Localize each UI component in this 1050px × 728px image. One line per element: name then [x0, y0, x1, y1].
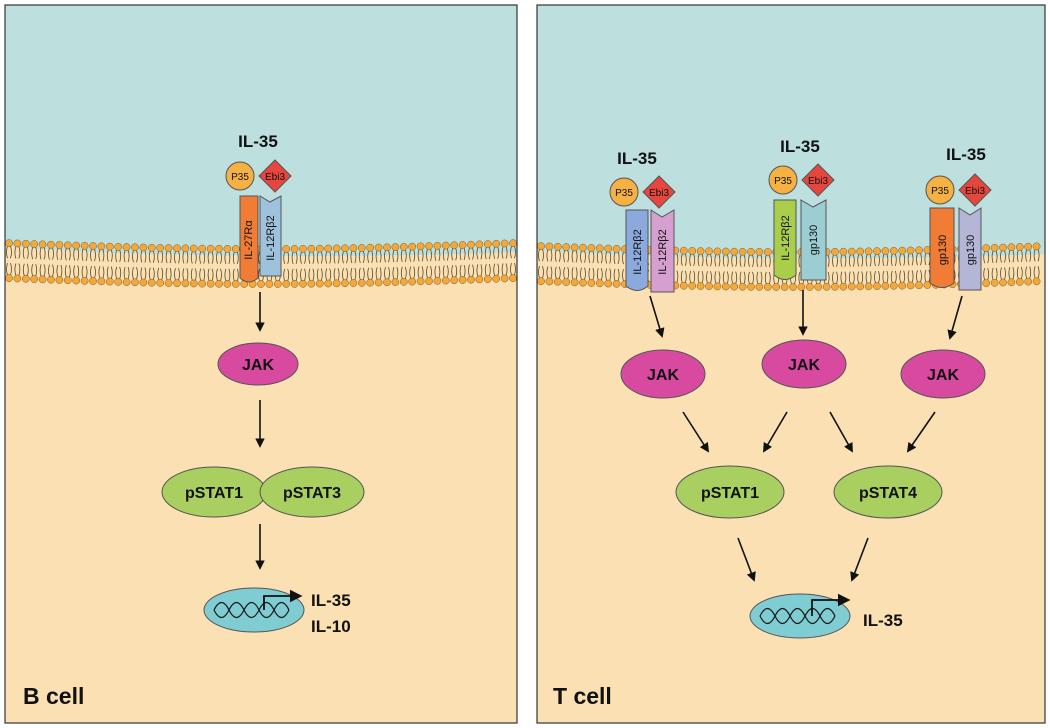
b-ebi3-subunit: Ebi3	[258, 159, 292, 193]
t-jak-1: JAK	[620, 349, 706, 399]
t-r1-ebi3-label: Ebi3	[649, 188, 669, 199]
t-r3-right-label: gp130	[965, 235, 977, 266]
t-r3-left-label: gp130	[937, 235, 949, 266]
t-r1-left-label: IL-12Rβ2	[632, 229, 644, 274]
t-r2-p35-subunit: P35	[768, 165, 798, 195]
t-transcription-start-arrow	[811, 593, 851, 616]
t-arrow-jak3-pstat4	[906, 411, 936, 453]
b-gene-il10: IL-10	[311, 617, 351, 636]
t-pstat4: pSTAT4	[833, 465, 943, 519]
b-extracellular-space	[5, 5, 517, 256]
b-p35-label: P35	[231, 172, 249, 183]
t-receptor-complex-1: IL-35 IL-12Rβ2 IL-12Rβ2 P35 Ebi3	[609, 149, 676, 293]
t-r2-right-label: gp130	[808, 225, 820, 256]
t-arrow-pstat4-gene	[850, 537, 869, 582]
t-r3-ebi3-subunit: Ebi3	[958, 173, 992, 207]
t-r2-ebi3-subunit: Ebi3	[801, 163, 835, 197]
t-jak-3: JAK	[900, 349, 986, 399]
b-pstat1-label: pSTAT1	[185, 485, 243, 502]
t-jak3-label: JAK	[927, 367, 959, 384]
b-transcription-start-arrow	[263, 589, 303, 610]
b-pstat1: pSTAT1	[161, 466, 267, 518]
t-cell-label: T cell	[553, 683, 612, 709]
t-r1-p35-label: P35	[615, 188, 633, 199]
t-r1-il12rb2-right-chain: IL-12Rβ2	[650, 209, 675, 293]
t-r2-left-label: IL-12Rβ2	[780, 215, 792, 260]
t-receptor-complex-3: IL-35 gp130 gp130 P35 Ebi3	[925, 145, 992, 291]
t-r1-il12rb2-left-chain: IL-12Rβ2	[625, 209, 649, 291]
t-jak1-label: JAK	[647, 367, 679, 384]
b-pstat3: pSTAT3	[259, 466, 365, 518]
t-jak-2: JAK	[761, 339, 847, 389]
t-gene-locus: IL-35	[749, 593, 903, 639]
t-r3-gp130-right-chain: gp130	[958, 207, 982, 291]
t-r2-ebi3-label: Ebi3	[808, 176, 828, 187]
t-r3-il35-label: IL-35	[946, 145, 986, 164]
b-il35-label: IL-35	[238, 132, 278, 151]
b-p35-subunit: P35	[225, 161, 255, 191]
t-pstat1-label: pSTAT1	[701, 485, 759, 502]
t-r2-gp130-chain: gp130	[800, 199, 827, 281]
t-r2-p35-label: P35	[774, 176, 792, 187]
b-cell-label: B cell	[23, 683, 84, 709]
t-pstat1: pSTAT1	[675, 465, 785, 519]
t-arrow-jak1-pstat1	[682, 411, 710, 453]
t-r1-p35-subunit: P35	[609, 177, 639, 207]
b-il12rb2-label: IL-12Rβ2	[265, 215, 277, 260]
t-r1-il35-label: IL-35	[617, 149, 657, 168]
t-arrow-pstat1-gene	[737, 537, 756, 582]
b-cell-panel: IL-35 IL-27Rα IL-12Rβ2 P35 Ebi3 JAK	[4, 4, 518, 724]
t-arrow-r1-jak1	[649, 295, 665, 338]
b-il27ra-chain: IL-27Rα	[239, 195, 259, 283]
t-r3-p35-subunit: P35	[925, 175, 955, 205]
t-r2-il12rb2-chain: IL-12Rβ2	[773, 199, 797, 280]
t-r3-ebi3-label: Ebi3	[965, 186, 985, 197]
t-pstat4-label: pSTAT4	[859, 485, 917, 502]
t-cell-panel: IL-35 IL-12Rβ2 IL-12Rβ2 P35 Ebi3 IL-35	[536, 4, 1046, 724]
t-r3-p35-label: P35	[931, 186, 949, 197]
t-arrow-r3-jak3	[947, 295, 963, 340]
b-il12rb2-chain: IL-12Rβ2	[259, 195, 282, 277]
b-jak-label: JAK	[242, 357, 274, 374]
t-arrow-jak2-pstat4	[829, 411, 853, 453]
b-il27ra-label: IL-27Rα	[243, 220, 255, 260]
t-r3-gp130-left-chain: gp130	[929, 207, 955, 288]
b-cell-membrane	[5, 239, 517, 288]
t-receptor-complex-2: IL-35 IL-12Rβ2 gp130 P35 Ebi3	[768, 137, 835, 281]
t-r2-il35-label: IL-35	[780, 137, 820, 156]
b-receptor-complex: IL-35 IL-27Rα IL-12Rβ2 P35 Ebi3	[225, 132, 292, 283]
b-gene-locus: IL-35 IL-10	[203, 587, 351, 636]
t-r1-right-label: IL-12Rβ2	[657, 229, 669, 274]
t-r1-ebi3-subunit: Ebi3	[642, 175, 676, 209]
t-jak2-label: JAK	[788, 357, 820, 374]
t-gene-il35: IL-35	[863, 611, 903, 630]
b-ebi3-label: Ebi3	[265, 172, 285, 183]
b-gene-il35: IL-35	[311, 591, 351, 610]
b-jak: JAK	[217, 342, 299, 386]
b-pstat3-label: pSTAT3	[283, 485, 341, 502]
t-arrow-jak2-pstat1	[763, 411, 788, 453]
